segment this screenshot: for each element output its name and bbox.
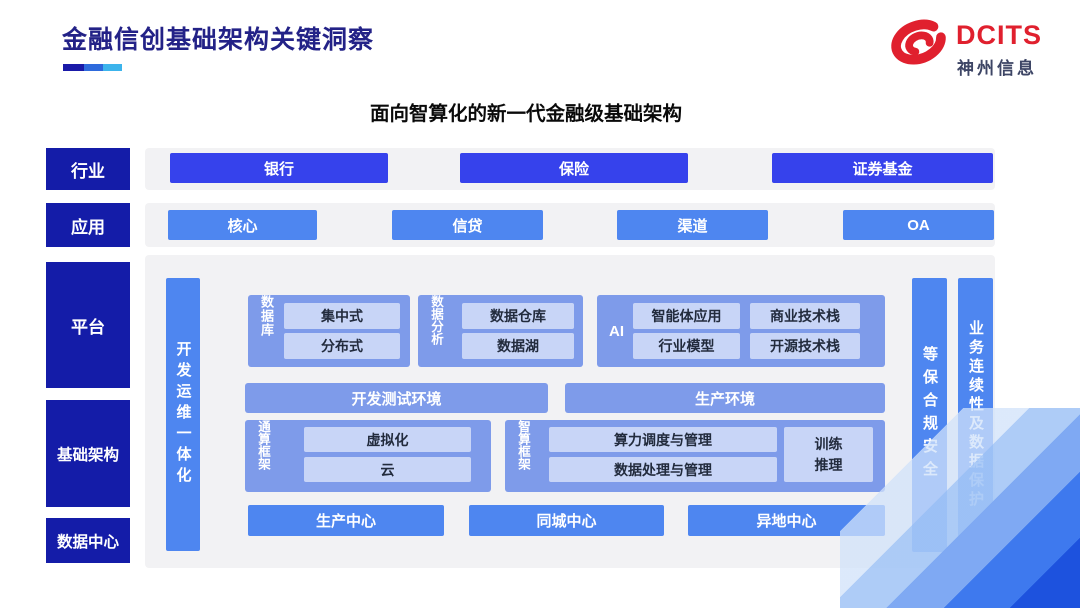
- group-ai: AI 智能体应用 行业模型 商业技术栈 开源技术栈: [597, 295, 885, 367]
- group-database: 数据库 集中式 分布式: [248, 295, 410, 367]
- pillar-devops: 开发运维一体化: [166, 278, 200, 551]
- industry-item-bank: 银行: [170, 153, 388, 183]
- chip-cloud: 云: [304, 457, 471, 482]
- corner-decoration: [840, 408, 1080, 608]
- chip-data-processing: 数据处理与管理: [549, 457, 777, 482]
- env-production: 生产环境: [565, 383, 885, 413]
- chip-distributed: 分布式: [284, 333, 400, 359]
- chip-training-inference-label: 训练推理: [814, 436, 843, 473]
- logo-company-text: 神州信息: [957, 59, 1037, 78]
- title-underline: [63, 64, 122, 71]
- side-label-application: 应用: [46, 203, 130, 247]
- chip-centralized: 集中式: [284, 303, 400, 329]
- group-ai-label: AI: [609, 322, 624, 340]
- chip-opensource-stack: 开源技术栈: [750, 333, 860, 359]
- center-production: 生产中心: [248, 505, 444, 536]
- application-item-oa: OA: [843, 210, 994, 240]
- chip-data-lake: 数据湖: [462, 333, 574, 359]
- group-general-computing: 通算框架 虚拟化 云: [245, 420, 491, 492]
- chip-commercial-stack: 商业技术栈: [750, 303, 860, 329]
- chip-compute-scheduling: 算力调度与管理: [549, 427, 777, 452]
- application-item-core: 核心: [168, 210, 317, 240]
- center-same-city: 同城中心: [469, 505, 664, 536]
- chip-data-warehouse: 数据仓库: [462, 303, 574, 329]
- side-label-infrastructure: 基础架构: [46, 400, 130, 507]
- chip-virtualization: 虚拟化: [304, 427, 471, 452]
- page-title: 金融信创基础架构关键洞察: [62, 26, 375, 54]
- group-database-label: 数据库: [259, 295, 274, 337]
- group-analytics-label: 数据分析: [429, 295, 443, 345]
- logo-brand-text: DCITS: [956, 20, 1042, 50]
- env-dev-test: 开发测试环境: [245, 383, 548, 413]
- group-general-computing-label: 通算框架: [256, 420, 270, 470]
- group-data-analytics: 数据分析 数据仓库 数据湖: [418, 295, 583, 367]
- industry-item-insurance: 保险: [460, 153, 688, 183]
- industry-item-securities: 证券基金: [772, 153, 993, 183]
- side-label-platform: 平台: [46, 262, 130, 388]
- group-intelligent-computing-label: 智算框架: [516, 420, 530, 470]
- application-item-credit: 信贷: [392, 210, 543, 240]
- application-item-channel: 渠道: [617, 210, 768, 240]
- chip-agent-apps: 智能体应用: [633, 303, 740, 329]
- side-label-industry: 行业: [46, 148, 130, 190]
- side-label-datacenter: 数据中心: [46, 518, 130, 563]
- dcits-logo-icon: [888, 14, 950, 81]
- group-intelligent-computing: 智算框架 算力调度与管理 数据处理与管理 训练推理: [505, 420, 885, 492]
- diagram-subtitle: 面向智算化的新一代金融级基础架构: [369, 103, 682, 125]
- chip-industry-models: 行业模型: [633, 333, 740, 359]
